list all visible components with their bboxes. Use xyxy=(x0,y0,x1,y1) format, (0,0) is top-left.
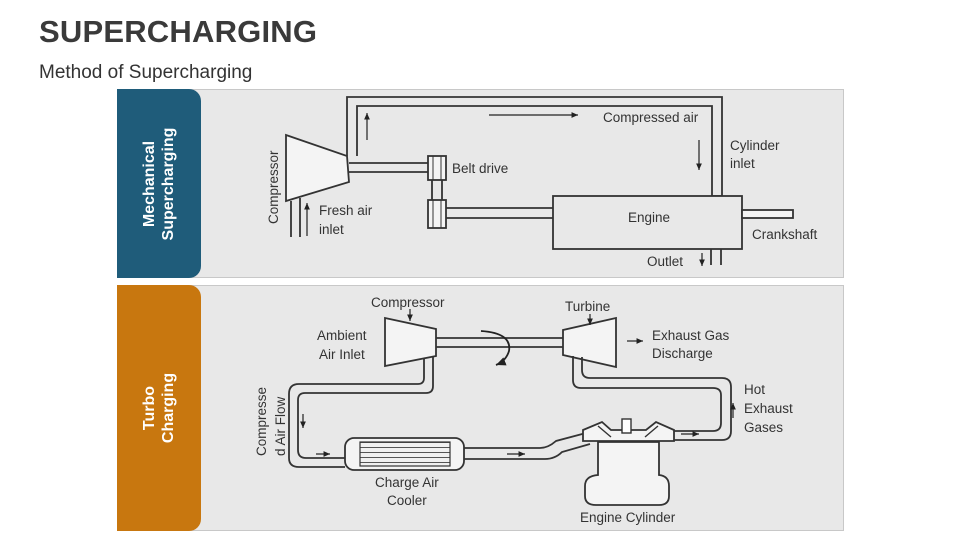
compressed-air-label: Compressed air xyxy=(603,110,699,125)
exhaust-discharge-label-2: Discharge xyxy=(652,346,713,361)
turbo-arrows xyxy=(300,309,736,457)
page-subtitle: Method of Supercharging xyxy=(39,62,253,83)
valves xyxy=(597,425,659,438)
exhaust-discharge-label-1: Exhaust Gas xyxy=(652,328,730,343)
turbo-section-tab: Turbo Charging xyxy=(117,285,201,531)
compressed-air-duct-inner xyxy=(356,105,713,196)
ambient-air-label-2: Air Inlet xyxy=(319,347,365,362)
mech-compressor-shape xyxy=(285,133,350,203)
turbo-compressor-label: Compressor xyxy=(371,295,445,310)
engine-block xyxy=(552,195,743,250)
cooler-to-engine-pipe xyxy=(464,432,591,460)
fresh-air-label-1: Fresh air xyxy=(319,203,373,218)
turbo-shaft xyxy=(436,337,563,348)
compressed-flow-label-1: Compresse xyxy=(254,387,269,456)
compressed-air-flow-inner xyxy=(288,358,425,468)
charge-cooler-label-1: Charge Air xyxy=(375,475,439,490)
compressed-flow-label-2: d Air Flow xyxy=(273,396,288,456)
outlet-label: Outlet xyxy=(647,254,683,269)
hot-exhaust-label-3: Gases xyxy=(744,420,783,435)
pulley-detail xyxy=(432,156,442,228)
engine-cylinder xyxy=(584,441,670,506)
engine-drive-shaft xyxy=(446,207,553,219)
lower-pulley xyxy=(427,199,447,229)
upper-pulley xyxy=(427,155,447,181)
mechanical-section-tab: Mechanical Supercharging xyxy=(117,89,201,278)
turbine-shape xyxy=(562,316,617,369)
cylinder-inlet-label-2: inlet xyxy=(730,156,755,171)
mechanical-diagram xyxy=(285,96,794,265)
spark-plug xyxy=(621,418,632,434)
turbine-label: Turbine xyxy=(565,299,610,314)
engine-label: Engine xyxy=(628,210,670,225)
turbo-panel xyxy=(117,285,844,531)
cooler-core xyxy=(359,441,451,467)
rotation-arrow xyxy=(480,330,511,366)
ambient-air-label-1: Ambient xyxy=(317,328,367,343)
hot-exhaust-pipe-outer xyxy=(572,356,722,432)
belt xyxy=(431,180,443,200)
hot-exhaust-pipe-inner xyxy=(581,357,732,441)
turbo-diagram xyxy=(288,316,732,506)
hot-exhaust-label-1: Hot xyxy=(744,382,765,397)
fresh-air-pipe xyxy=(290,198,301,237)
mech-compressor-label: Compressor xyxy=(266,150,281,224)
engine-cylinder-label: Engine Cylinder xyxy=(580,510,676,525)
cylinder-inlet-label-1: Cylinder xyxy=(730,138,780,153)
hot-exhaust-label-2: Exhaust xyxy=(744,401,793,416)
charge-cooler-label-2: Cooler xyxy=(387,493,427,508)
turbo-compressor-shape xyxy=(384,316,437,368)
crankshaft-label: Crankshaft xyxy=(752,227,818,242)
crankshaft-shaft xyxy=(741,209,794,219)
mechanical-arrows xyxy=(304,112,705,266)
page-title: SUPERCHARGING xyxy=(39,14,318,49)
belt-drive-label: Belt drive xyxy=(452,161,508,176)
outlet-pipe xyxy=(710,249,722,265)
compressed-air-flow-outer xyxy=(297,356,434,459)
compressor-shaft xyxy=(349,162,429,173)
fresh-air-label-2: inlet xyxy=(319,222,344,237)
